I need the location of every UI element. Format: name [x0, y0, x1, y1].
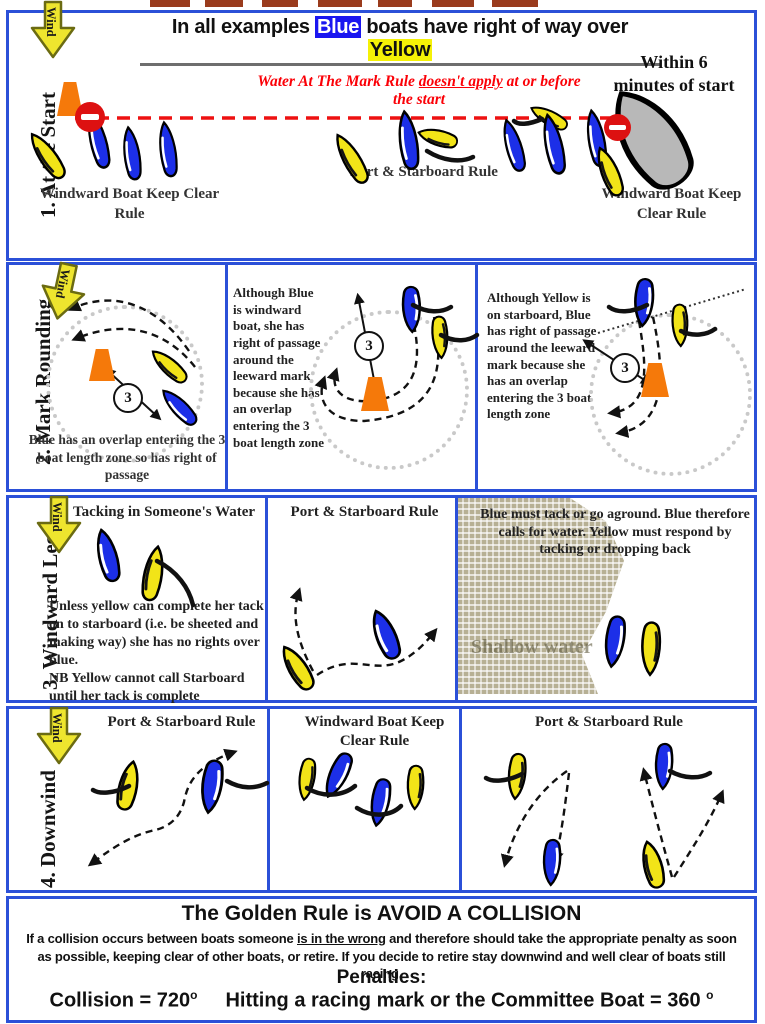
diverging-path: [639, 767, 725, 878]
cropped-title-remnant: [318, 0, 362, 7]
boom-icon: [438, 332, 480, 343]
three-boat-length-zone: [589, 313, 752, 476]
panel1-title: Tacking in Someone's Water: [72, 504, 256, 520]
boom-icon: [606, 302, 650, 314]
boom-icon: [304, 783, 358, 797]
panel1-text: Unless yellow can complete her tack on t…: [49, 599, 264, 704]
boom-icon: [678, 326, 718, 337]
caption-windward-right: Windward Boat Keep Clear Rule: [601, 186, 742, 222]
panel2-text: Although Blue is windward boat, she has …: [233, 285, 324, 450]
panel-divider: [265, 498, 268, 700]
cropped-title-remnant: [492, 0, 538, 7]
golden-rule-title: The Golden Rule is AVOID A COLLISION: [181, 902, 582, 925]
cropped-title-remnant: [150, 0, 190, 7]
section-at-the-start: 1. At the Start In all examples Blue boa…: [6, 10, 757, 261]
section4-label: 4. Downwind: [36, 770, 60, 888]
boom-icon: [90, 783, 132, 795]
wind-arrow-icon: Wind: [36, 495, 82, 554]
wind-arrow-icon: Wind: [36, 706, 82, 765]
yellow-boat-icon: [405, 764, 426, 811]
yellow-boat-icon: [640, 620, 662, 677]
main-title: In all examples Blue boats have right of…: [140, 16, 660, 66]
cropped-title-remnant: [378, 0, 412, 7]
panel-divider: [225, 265, 228, 489]
panel3-text: Although Yellow is on starboard, Blue ha…: [487, 290, 597, 422]
golden-rule-box: The Golden Rule is AVOID A COLLISION If …: [6, 896, 757, 1023]
section-mark-rounding: 2. Mark Rounding 3 Blue has an overlap e…: [6, 262, 757, 492]
boom-icon: [483, 771, 525, 783]
within-six-minutes-note: Within 6 minutes of start: [613, 52, 735, 96]
boom-icon: [154, 558, 196, 608]
tacking-path: [289, 587, 438, 676]
cropped-title-remnant: [205, 0, 243, 7]
boom-icon: [511, 116, 545, 126]
wind-arrow-icon: Wind: [30, 0, 76, 59]
panel2-title: Windward Boat Keep Clear Rule: [304, 714, 445, 749]
blue-boat-icon: [155, 120, 181, 179]
cropped-title-remnant: [262, 0, 298, 7]
caption-windward-left: Windward Boat Keep Clear Rule: [39, 186, 220, 222]
caption-port-starboard: Port & Starboard Rule: [350, 164, 498, 180]
three-boat-length-zone: [309, 310, 469, 470]
rounding-path: [67, 299, 196, 368]
golden-rule-body: If a collision occurs between boats some…: [26, 931, 737, 982]
wind-label: Wind: [44, 7, 58, 37]
blue-boat-icon: [601, 614, 629, 670]
wind-label: Wind: [53, 268, 73, 300]
panel-divider: [459, 709, 462, 890]
blue-highlight: Blue: [314, 16, 362, 38]
zone-length-badge: 3: [113, 383, 143, 413]
cropped-title-remnant: [432, 0, 474, 7]
main-title-prefix: In all examples: [171, 16, 315, 38]
panel1-caption: Blue has an overlap entering the 3 boat …: [28, 432, 226, 483]
shallow-water-label: Shallow water: [471, 636, 593, 658]
section-downwind: 4. Downwind Port & Starboard Rule Windwa…: [6, 706, 757, 893]
wind-label: Wind: [50, 502, 64, 532]
boom-icon: [424, 148, 476, 163]
layline-dotted: [597, 288, 747, 334]
panel3-text: Blue must tack or go aground. Blue there…: [480, 507, 750, 557]
zone-length-badge: 3: [610, 353, 640, 383]
downwind-path: [87, 748, 238, 867]
panel-divider: [267, 709, 270, 890]
blue-boat-icon: [91, 526, 124, 585]
three-boat-length-zone: [46, 305, 204, 463]
boom-icon: [224, 778, 270, 790]
yellow-highlight: Yellow: [367, 39, 433, 61]
yellow-boat-icon: [24, 128, 70, 183]
panel3-title: Port & Starboard Rule: [535, 714, 683, 730]
water-at-mark-note: Water At The Mark Rule doesn't apply at …: [257, 73, 581, 108]
no-entry-icon: [75, 102, 105, 132]
diverging-path: [500, 770, 571, 868]
blue-boat-icon: [119, 125, 144, 182]
panel1-title: Port & Starboard Rule: [107, 714, 256, 730]
panel2-title: Port & Starboard Rule: [290, 504, 439, 520]
boom-icon: [410, 302, 454, 314]
boom-icon: [667, 768, 713, 780]
wind-label: Wind: [50, 713, 64, 743]
yellow-boat-icon: [329, 129, 373, 188]
panel-divider: [455, 498, 458, 700]
blue-boat-icon: [541, 838, 563, 887]
section-windward-leg: 3. Windward Leg Tacking in Someone's Wat…: [6, 495, 757, 704]
penalties-label: Penalties:: [336, 967, 427, 988]
rounding-path: [314, 316, 440, 423]
no-entry-icon: [604, 114, 631, 141]
panel-divider: [475, 265, 478, 489]
boom-icon: [354, 803, 404, 817]
zone-length-badge: 3: [354, 331, 384, 361]
main-title-middle: boats have right of way over: [361, 16, 629, 38]
